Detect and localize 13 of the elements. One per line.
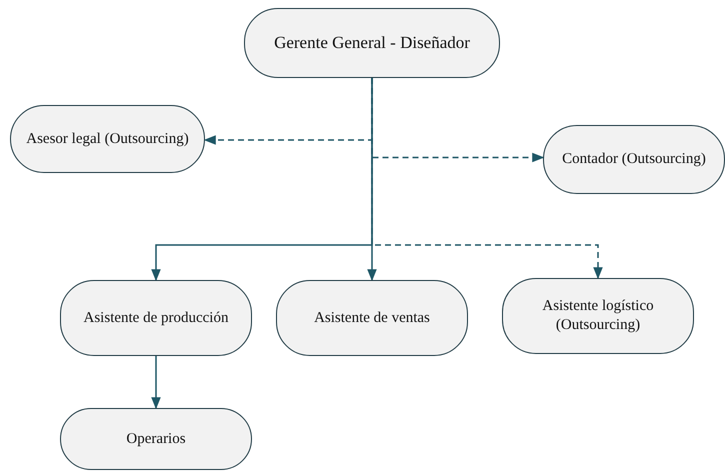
- rounded-box: [60, 280, 252, 356]
- rounded-box: [276, 280, 468, 356]
- node-label: Asesor legal (Outsourcing): [26, 130, 189, 148]
- node-label: Operarios: [126, 430, 186, 448]
- node-label: Asistente logístico (Outsourcing): [541, 297, 655, 335]
- connector-arrow: [151, 356, 161, 410]
- connector-arrow: [371, 78, 603, 280]
- rounded-box: [502, 278, 694, 354]
- node-label: Contador (Outsourcing): [562, 150, 706, 169]
- rounded-box: [543, 125, 725, 194]
- node-label: Asistente de producción: [84, 308, 228, 328]
- node-label: Asistente de ventas: [314, 308, 430, 328]
- node-label: Gerente General - Diseñador: [274, 32, 470, 54]
